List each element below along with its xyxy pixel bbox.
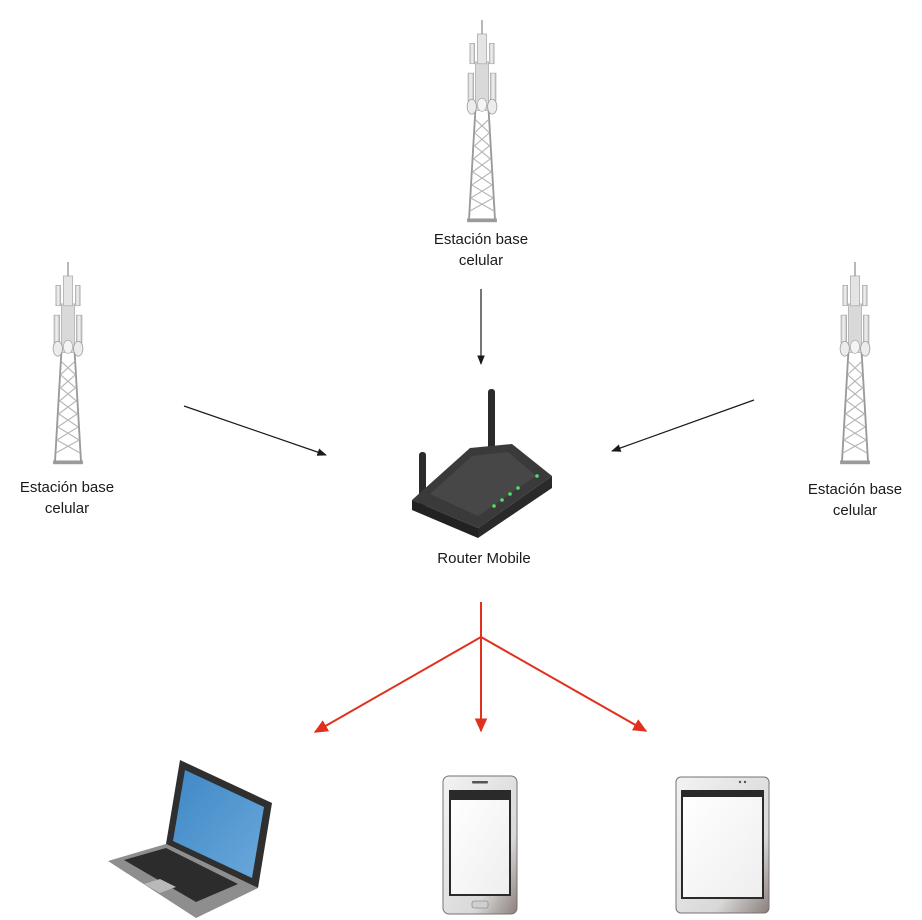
cell-tower-left-icon (52, 261, 84, 466)
tower-right-label-line2: celular (832, 502, 878, 519)
edge-tower-left-to-router (183, 405, 327, 456)
cell-tower-top-icon (466, 19, 498, 224)
router-distribution (313, 602, 648, 733)
tower-left-label-line2: celular (44, 500, 90, 517)
tower-top-label: Estación base celular (401, 229, 561, 271)
tower-left-label-line1: Estación base (19, 479, 115, 496)
edge-router-to-laptop (313, 636, 482, 733)
router-label-text: Router Mobile (437, 550, 531, 567)
tower-left-label: Estación base celular (0, 477, 134, 519)
router-label: Router Mobile (401, 548, 567, 569)
tablet-icon (675, 776, 770, 914)
tower-right-label: Estación base celular (788, 479, 922, 521)
edge-router-to-tablet (480, 636, 648, 732)
smartphone-icon (442, 775, 518, 915)
laptop-icon (108, 760, 272, 918)
tower-right-label-line1: Estación base (807, 481, 903, 498)
edge-tower-right-to-router (611, 399, 755, 452)
cell-tower-right-icon (839, 261, 871, 466)
router-icon (412, 389, 552, 538)
tower-top-label-line2: celular (458, 252, 504, 269)
tower-top-label-line1: Estación base (433, 231, 529, 248)
